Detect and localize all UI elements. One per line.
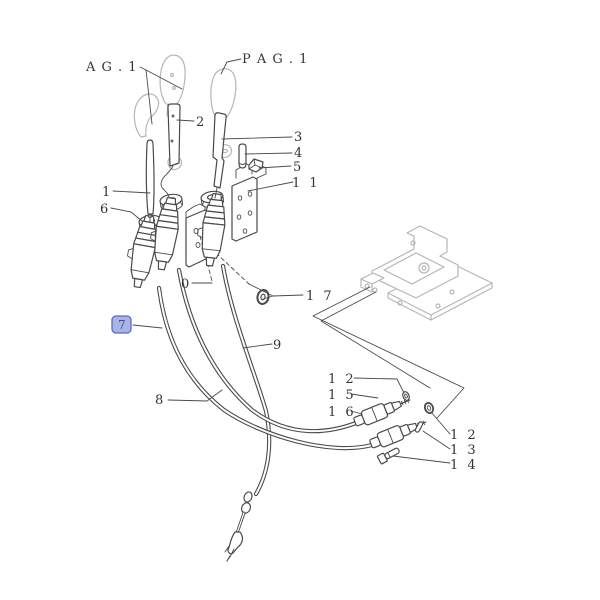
callout-7[interactable]: 7 <box>118 318 126 332</box>
callout-10: 0 <box>181 277 192 292</box>
shift-lever-1 <box>145 139 155 223</box>
callout-13: 1 3 <box>450 443 478 458</box>
hidden-part-dash-line-17 <box>215 252 250 285</box>
callout-15: 1 5 <box>328 388 356 403</box>
callout-ag1: A G . 1 <box>85 60 138 75</box>
gear-knob-ghost-left <box>133 93 160 138</box>
callout-7-highlight-box[interactable] <box>111 315 132 334</box>
washer-12-left <box>402 391 410 401</box>
routing-line-outer <box>312 286 465 419</box>
cable-end-clevis <box>224 491 253 562</box>
grommet-17 <box>256 289 270 305</box>
callout-12-left: 1 2 <box>328 372 356 387</box>
callout-2: 2 <box>196 115 207 130</box>
callout-11: 1 1 <box>292 176 320 191</box>
callout-4: 4 <box>294 146 305 161</box>
cable-7 <box>156 285 375 451</box>
callout-9: 9 <box>273 338 284 353</box>
gear-knob-ghost-right <box>210 68 237 121</box>
shift-lever-2 <box>160 103 181 198</box>
callout-5: 5 <box>293 160 304 175</box>
pivot-pin-4 <box>238 143 247 169</box>
cable-9 <box>220 263 272 497</box>
routing-line-inner <box>320 291 431 389</box>
mounting-bracket-11 <box>231 163 267 242</box>
retainer-clip-5 <box>248 158 264 173</box>
callout-14: 1 4 <box>450 458 478 473</box>
callout-7-highlight[interactable]: 7 <box>111 315 132 334</box>
callout-1: 1 <box>102 185 113 200</box>
callout-6: 6 <box>100 202 111 217</box>
callout-12-right: 1 2 <box>450 428 478 443</box>
bolt-14 <box>376 447 400 465</box>
callout-8: 8 <box>155 393 166 408</box>
cable-8 <box>176 267 359 434</box>
callout-pag1: P A G . 1 <box>242 52 308 67</box>
transmission-housing-ghost <box>360 225 493 321</box>
callout-3: 3 <box>294 130 305 145</box>
leader-lines <box>110 58 451 464</box>
o-ring-12-right <box>423 402 435 414</box>
shift-lever-3 <box>212 112 227 199</box>
callout-17: 1 7 <box>306 289 334 304</box>
callout-16: 1 6 <box>328 405 356 420</box>
pin-13 <box>414 421 424 433</box>
